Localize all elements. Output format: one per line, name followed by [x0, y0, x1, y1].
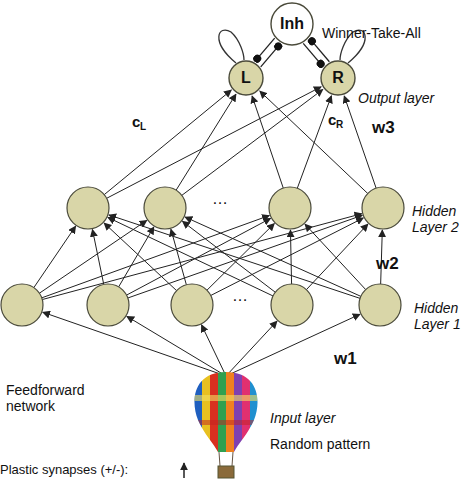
synapse-arrow: [104, 90, 231, 195]
synapse-arrow: [305, 224, 366, 289]
hidden-neuron: [67, 187, 109, 229]
synapse-arrow: [39, 220, 146, 293]
synapse-arrow: [182, 221, 275, 292]
synapse-arrow: [202, 325, 226, 376]
ellipsis: …: [232, 287, 248, 305]
hidden-neuron: [171, 284, 213, 326]
synapse-arrow: [107, 87, 322, 199]
neuron-name: L: [241, 70, 251, 86]
synapse-arrow: [297, 96, 331, 188]
hidden-neuron: [144, 187, 186, 229]
neuron-outline: [271, 3, 313, 45]
inhibitory-neuron: Inh: [270, 2, 314, 46]
output-neuron: L: [228, 60, 264, 96]
legend-note: Plastic synapses (+/-):: [0, 463, 128, 478]
weight-subscript: R: [336, 119, 343, 131]
legend-arrow-symbol: [183, 463, 185, 478]
weight-symbol: c: [132, 113, 140, 130]
synapse-arrow: [260, 91, 368, 193]
weight-name: w2: [376, 254, 399, 274]
hidden-neurons: [1, 187, 404, 326]
synapse-arrow: [182, 89, 323, 195]
hidden-neuron: [362, 187, 404, 229]
hidden-neuron: [271, 284, 313, 326]
synapse-arrow: [92, 230, 103, 285]
synapse-arrow: [185, 217, 361, 296]
weight-name: w1: [334, 349, 357, 369]
neuron-name: R: [332, 70, 344, 86]
balloon-illustration: [190, 370, 270, 478]
ellipsis: …: [212, 190, 228, 208]
synapse-arrow: [344, 96, 376, 188]
input-note: Random pattern: [270, 436, 370, 452]
wta-connection: [261, 46, 278, 67]
synapse-arrow: [109, 215, 360, 298]
synapse-lines: [34, 87, 383, 376]
layer-name: Output layer: [358, 90, 434, 106]
synapse-arrow: [306, 224, 368, 290]
weight-symbol: c: [328, 111, 336, 128]
synapse-arrow: [226, 321, 277, 376]
hidden-neuron: [269, 187, 311, 229]
synapse-arrow: [119, 227, 154, 287]
synapse-arrow: [252, 96, 283, 188]
annotation: Winner-Take-All: [322, 25, 421, 41]
layer-name: Input layer: [270, 410, 335, 426]
hidden-neuron: [359, 284, 401, 326]
synapse-arrow: [127, 218, 271, 295]
wta-connection: [303, 43, 320, 64]
output-neuron: R: [320, 60, 356, 96]
weight-subscript: L: [140, 121, 146, 133]
wta-connection: [312, 41, 329, 62]
neuron-outline: [321, 61, 355, 95]
network-note: Feedforward network: [6, 382, 106, 414]
weight-name: w3: [372, 118, 395, 138]
wta-connection: [257, 38, 274, 59]
synapse-arrow: [34, 226, 76, 287]
neuron-outline: [229, 61, 263, 95]
synapse-arrow: [127, 316, 226, 376]
synapse-arrow: [171, 229, 186, 285]
synapse-arrow: [176, 94, 236, 190]
layer-name: Hidden Layer 1: [414, 300, 474, 332]
hidden-neuron: [87, 284, 129, 326]
neuron-name: Inh: [280, 16, 304, 32]
self-loop: [219, 30, 244, 63]
hidden-neuron: [1, 284, 43, 326]
layer-name: Hidden Layer 2: [412, 203, 474, 235]
